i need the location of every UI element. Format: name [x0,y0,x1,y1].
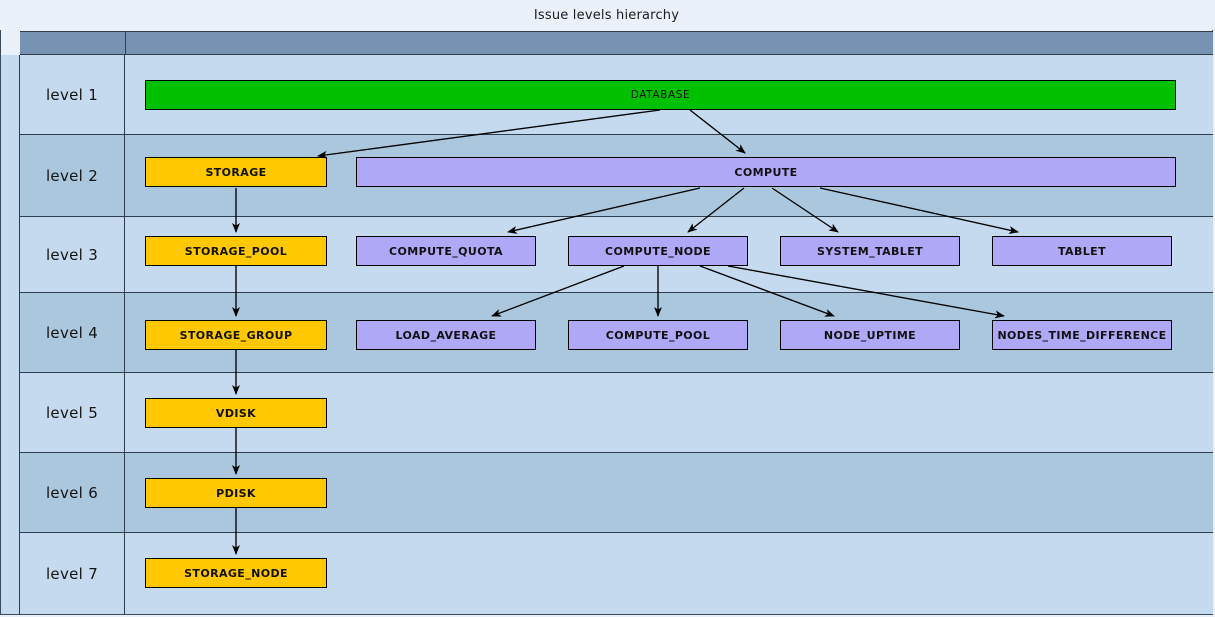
node-storage-pool[interactable]: STORAGE_POOL [145,236,327,266]
level-row-3: level 3 STORAGE_POOL COMPUTE_QUOTA COMPU… [20,217,1213,293]
node-storage-label: STORAGE [205,165,267,179]
node-load-average-label: LOAD_AVERAGE [395,328,497,342]
level-body-4: STORAGE_GROUP LOAD_AVERAGE COMPUTE_POOL … [125,293,1213,372]
left-gutter [1,55,20,614]
level-row-5: level 5 VDISK [20,373,1213,453]
node-pdisk-label: PDISK [216,486,256,500]
level-row-2: level 2 STORAGE COMPUTE [20,135,1213,217]
level-body-1: DATABASE [125,55,1213,134]
node-vdisk-label: VDISK [215,406,257,420]
node-storage-pool-label: STORAGE_POOL [184,244,288,258]
node-nodes-time-difference[interactable]: NODES_TIME_DIFFERENCE [992,320,1172,350]
node-system-tablet-label: SYSTEM_TABLET [816,244,924,258]
level-label-3: level 3 [20,217,125,292]
level-row-1: level 1 DATABASE [20,55,1213,135]
node-compute-quota[interactable]: COMPUTE_QUOTA [356,236,536,266]
node-compute-quota-label: COMPUTE_QUOTA [389,244,503,258]
level-body-7: STORAGE_NODE [125,533,1213,614]
level-body-2: STORAGE COMPUTE [125,135,1213,216]
header-band-divider [125,31,126,55]
level-label-2: level 2 [20,135,125,216]
level-row-6: level 6 PDISK [20,453,1213,533]
level-label-4: level 4 [20,293,125,372]
level-body-5: VDISK [125,373,1213,452]
node-node-uptime[interactable]: NODE_UPTIME [780,320,960,350]
level-label-5: level 5 [20,373,125,452]
node-nodes-time-difference-label: NODES_TIME_DIFFERENCE [997,328,1167,342]
node-vdisk[interactable]: VDISK [145,398,327,428]
level-body-3: STORAGE_POOL COMPUTE_QUOTA COMPUTE_NODE … [125,217,1213,292]
node-tablet-label: TABLET [1058,244,1106,258]
level-row-4: level 4 STORAGE_GROUP LOAD_AVERAGE COMPU… [20,293,1213,373]
level-row-7: level 7 STORAGE_NODE [20,533,1213,614]
node-compute-label: COMPUTE [734,165,798,179]
node-storage-node-label: STORAGE_NODE [184,566,288,580]
node-storage-node[interactable]: STORAGE_NODE [145,558,327,588]
node-pdisk[interactable]: PDISK [145,478,327,508]
level-label-1: level 1 [20,55,125,134]
node-compute-node-label: COMPUTE_NODE [605,244,711,258]
node-database-label: DATABASE [630,89,691,101]
level-label-6: level 6 [20,453,125,532]
level-label-7: level 7 [20,533,125,614]
node-load-average[interactable]: LOAD_AVERAGE [356,320,536,350]
node-compute-pool-label: COMPUTE_POOL [605,328,711,342]
node-compute[interactable]: COMPUTE [356,157,1176,187]
header-band [20,31,1213,55]
node-tablet[interactable]: TABLET [992,236,1172,266]
node-storage-group-label: STORAGE_GROUP [179,328,293,342]
node-node-uptime-label: NODE_UPTIME [823,328,917,342]
node-system-tablet[interactable]: SYSTEM_TABLET [780,236,960,266]
diagram-title: Issue levels hierarchy [0,0,1213,30]
node-compute-node[interactable]: COMPUTE_NODE [568,236,748,266]
node-compute-pool[interactable]: COMPUTE_POOL [568,320,748,350]
node-database[interactable]: DATABASE [145,80,1176,110]
node-storage-group[interactable]: STORAGE_GROUP [145,320,327,350]
node-storage[interactable]: STORAGE [145,157,327,187]
level-body-6: PDISK [125,453,1213,532]
